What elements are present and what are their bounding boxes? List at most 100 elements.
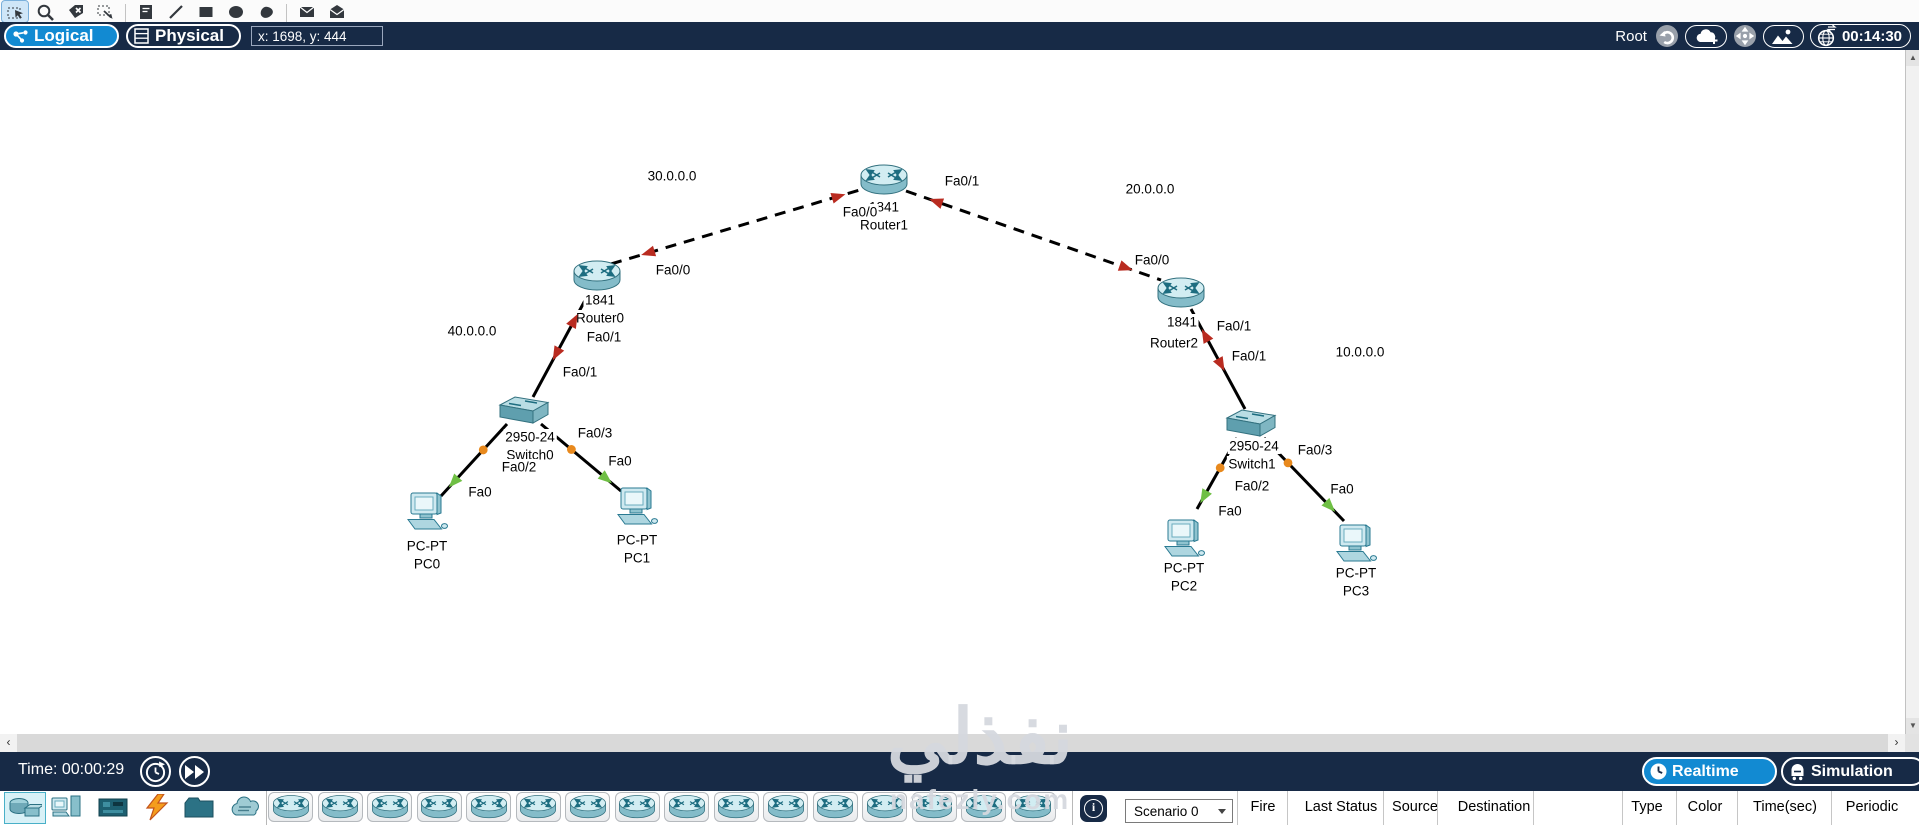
device-PC3[interactable] xyxy=(1336,524,1377,562)
device-Router2[interactable] xyxy=(1157,277,1205,308)
physical-rack-icon xyxy=(134,28,150,44)
router-icon xyxy=(916,795,952,819)
reset-clock-button[interactable] xyxy=(140,756,171,787)
device-PC2[interactable] xyxy=(1164,519,1205,557)
draw-line-tool[interactable] xyxy=(163,1,189,22)
pdu-column-type: Type xyxy=(1631,799,1663,815)
pdu-column-separator xyxy=(1737,791,1738,825)
palette-device-router-2[interactable] xyxy=(367,792,412,822)
tab-physical[interactable]: Physical xyxy=(126,24,241,48)
vertical-scrollbar[interactable]: ▲ ▼ xyxy=(1905,50,1919,734)
link-Router0-Switch0[interactable] xyxy=(531,292,591,398)
svg-text:PC-PT: PC-PT xyxy=(1164,561,1205,576)
device-name-label: PC1 xyxy=(622,550,652,566)
scenario-select[interactable]: Scenario 0 xyxy=(1125,799,1233,823)
palette-device-router-11[interactable] xyxy=(812,792,858,822)
svg-text:Fa0/3: Fa0/3 xyxy=(578,426,613,441)
scroll-down-icon[interactable]: ▼ xyxy=(1906,718,1919,734)
link-Router1-Router2[interactable] xyxy=(905,189,1162,282)
resize-shape-tool[interactable] xyxy=(92,1,118,22)
inspect-tool[interactable] xyxy=(32,1,58,22)
device-model-label: PC-PT xyxy=(615,532,659,548)
palette-device-router-4[interactable] xyxy=(466,792,511,822)
device-Router1[interactable] xyxy=(860,164,908,195)
palette-device-router-1[interactable] xyxy=(317,792,363,822)
port-label: Fa0/1 xyxy=(943,173,981,189)
cloud-add-button[interactable] xyxy=(1684,24,1727,48)
add-simple-pdu-tool[interactable] xyxy=(294,1,320,22)
router-icon xyxy=(322,795,358,819)
draw-rectangle-tool[interactable] xyxy=(193,1,219,22)
clock-display[interactable]: 00:14:30 xyxy=(1809,24,1911,48)
svg-text:Fa0: Fa0 xyxy=(1330,482,1353,497)
svg-text:Router2: Router2 xyxy=(1150,336,1198,351)
palette-device-router-8[interactable] xyxy=(664,792,709,822)
horizontal-scrollbar[interactable]: ‹ › xyxy=(0,734,1905,752)
snapshot-image-button[interactable] xyxy=(1762,24,1804,48)
category-connections[interactable] xyxy=(140,793,180,823)
svg-text:Fa0/1: Fa0/1 xyxy=(1217,319,1252,334)
add-complex-pdu-icon xyxy=(329,4,345,18)
palette-device-router-14[interactable] xyxy=(961,792,1006,822)
palette-device-router-7[interactable] xyxy=(614,792,660,822)
device-PC0[interactable] xyxy=(407,492,448,530)
palette-device-router-5[interactable] xyxy=(515,792,561,822)
device-PC1[interactable] xyxy=(617,487,658,525)
device-Switch0[interactable] xyxy=(498,396,550,424)
realtime-mode-button[interactable]: Realtime xyxy=(1642,757,1777,786)
draw-ellipse-tool[interactable] xyxy=(223,1,249,22)
delete-tool[interactable] xyxy=(62,1,88,22)
place-note-icon xyxy=(140,4,152,19)
pdu-column-separator xyxy=(1533,791,1534,825)
link-status-arrow xyxy=(566,314,578,329)
fast-forward-button[interactable] xyxy=(179,756,210,787)
router-icon xyxy=(569,795,606,819)
device-name-label: Router1 xyxy=(858,217,910,233)
back-button[interactable] xyxy=(1655,24,1679,48)
palette-device-router-6[interactable] xyxy=(565,792,610,822)
scroll-right-icon[interactable]: › xyxy=(1888,734,1905,752)
svg-text:Fa0/2: Fa0/2 xyxy=(502,460,537,475)
link-status-arrow xyxy=(830,192,846,204)
scroll-up-icon[interactable]: ▲ xyxy=(1906,50,1919,66)
svg-text:Fa0: Fa0 xyxy=(468,485,491,500)
category-multiuser[interactable] xyxy=(226,793,266,823)
device-Switch1[interactable] xyxy=(1225,409,1277,437)
palette-device-router-0[interactable] xyxy=(268,792,313,822)
category-network-devices[interactable] xyxy=(4,792,46,824)
palette-device-router-12[interactable] xyxy=(862,792,907,822)
device-Router0[interactable] xyxy=(573,260,621,291)
svg-text:PC1: PC1 xyxy=(624,551,650,566)
palette-device-router-10[interactable] xyxy=(763,792,808,822)
scroll-left-icon[interactable]: ‹ xyxy=(0,734,17,752)
pdu-column-source: Source xyxy=(1392,799,1438,815)
category-end-devices[interactable] xyxy=(47,793,87,823)
add-complex-pdu-tool[interactable] xyxy=(324,1,350,22)
draw-line-icon xyxy=(169,4,183,19)
router-icon xyxy=(866,795,903,819)
simulation-mode-button[interactable]: Simulation xyxy=(1781,757,1919,786)
palette-device-router-9[interactable] xyxy=(713,792,759,822)
pan-button[interactable] xyxy=(1733,24,1757,48)
miscellaneous-icon xyxy=(184,797,214,818)
tab-logical[interactable]: Logical xyxy=(4,24,119,48)
palette-device-router-15[interactable] xyxy=(1010,792,1056,822)
link-status-arrow xyxy=(641,245,657,257)
select-tool[interactable] xyxy=(1,0,29,23)
palette-device-router-3[interactable] xyxy=(416,792,462,822)
category-components[interactable] xyxy=(94,793,134,823)
draw-freeform-tool[interactable] xyxy=(253,1,279,22)
toggle-pdu-list-button[interactable]: i xyxy=(1080,795,1107,822)
pdu-column-destination: Destination xyxy=(1457,799,1531,815)
place-note-tool[interactable] xyxy=(133,1,159,22)
link-status-arrow xyxy=(448,473,463,488)
tab-physical-label: Physical xyxy=(155,26,224,45)
palette-device-router-13[interactable] xyxy=(911,792,957,822)
link-status-dot xyxy=(567,445,576,454)
category-miscellaneous[interactable] xyxy=(180,793,220,823)
port-label: Fa0 xyxy=(466,484,494,500)
port-label: Fa0/1 xyxy=(1215,318,1253,334)
svg-text:Fa0: Fa0 xyxy=(1218,504,1241,519)
